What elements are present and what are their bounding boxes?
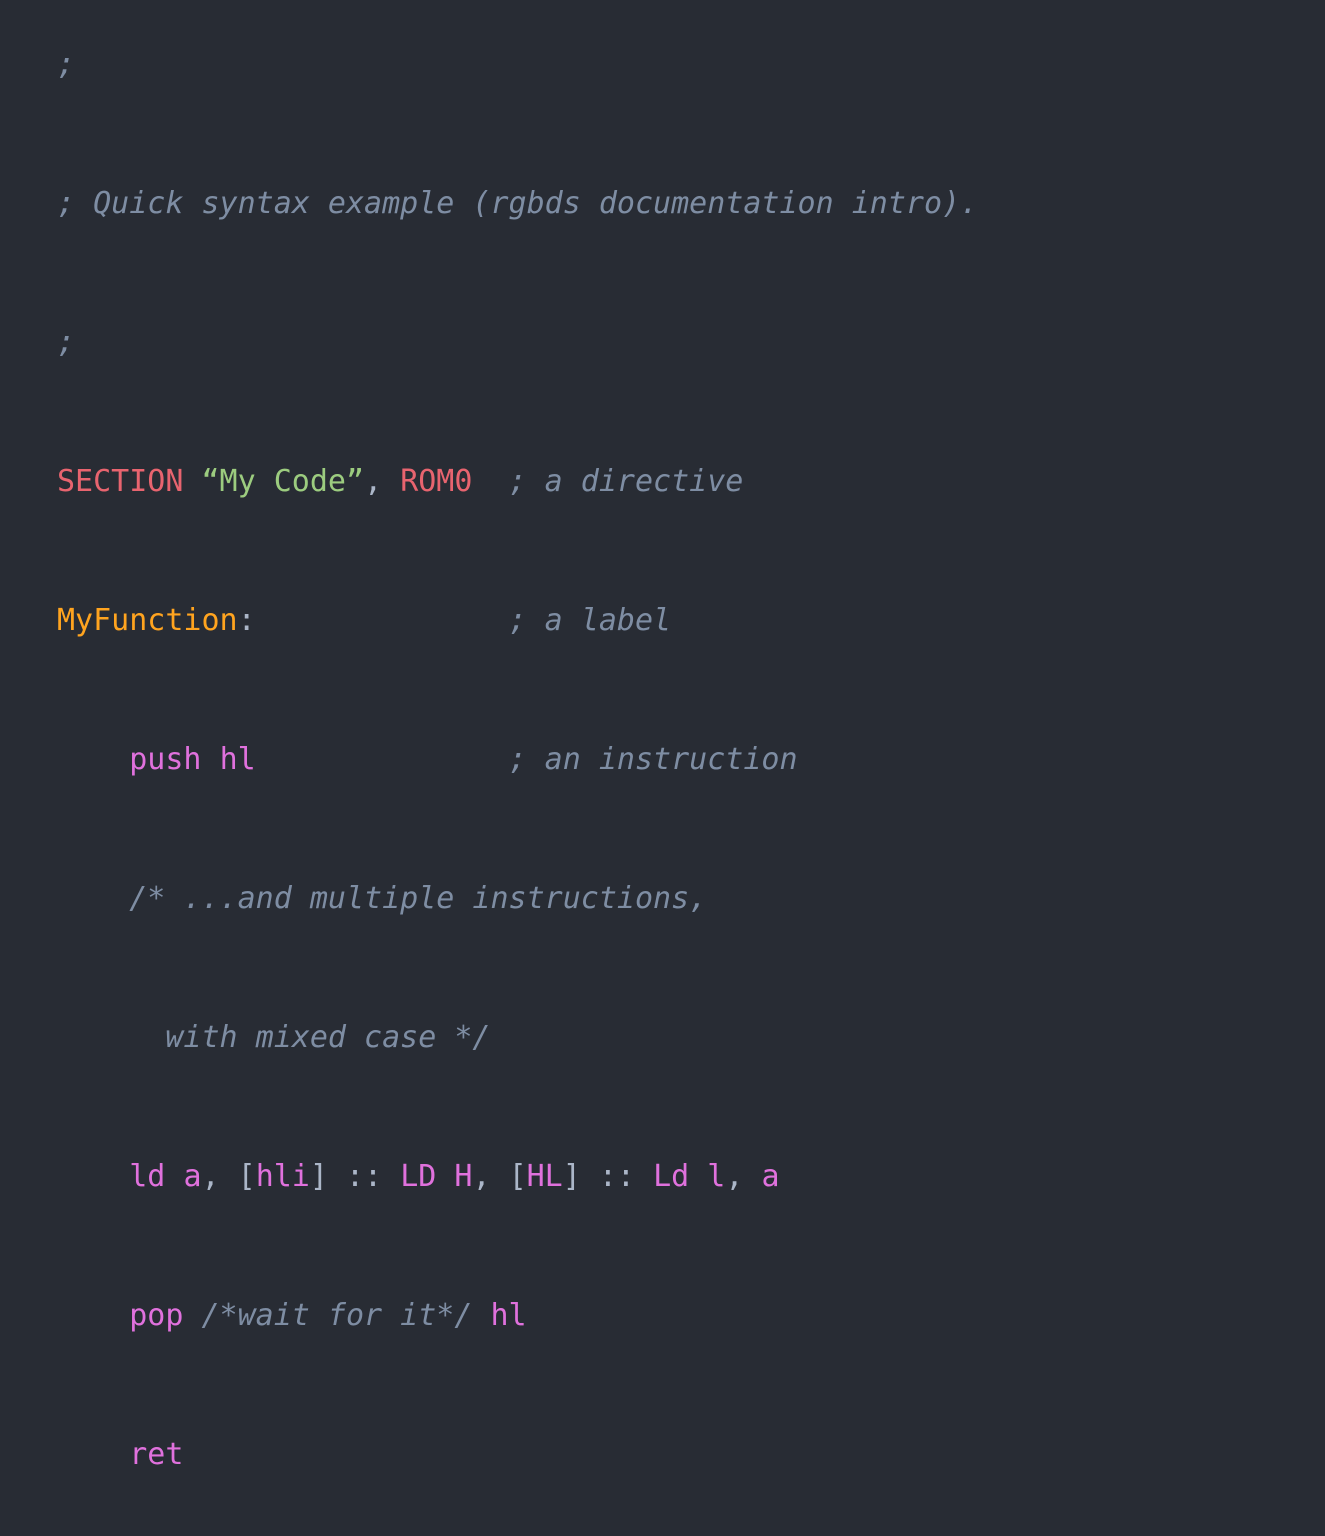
code-token-register: hl — [490, 1298, 527, 1333]
code-token-instruction: LD — [400, 1159, 437, 1194]
code-line[interactable]: ; — [57, 308, 978, 378]
code-token-label: MyFunction — [57, 603, 238, 638]
code-token-punct: , — [364, 464, 383, 499]
code-token-register: HL — [526, 1159, 563, 1194]
code-token-keyword: ROM0 — [400, 464, 473, 499]
code-token-punct: , — [201, 1159, 220, 1194]
code-token-plain — [472, 1298, 490, 1333]
code-token-register: a — [183, 1159, 202, 1194]
source-code-listing[interactable]: ; ; Quick syntax example (rgbds document… — [57, 30, 978, 1536]
code-token-register: hl — [219, 742, 256, 777]
code-token-comment: with mixed case */ — [165, 1020, 491, 1055]
code-token-comment: ; a directive — [508, 464, 744, 499]
code-token-comment: ; an instruction — [508, 742, 798, 777]
code-token-comment: ; — [57, 47, 76, 82]
code-line[interactable]: /* ...and multiple instructions, — [57, 864, 978, 934]
code-line[interactable]: push hl ; an instruction — [57, 725, 978, 795]
code-line[interactable]: ret — [57, 1420, 978, 1490]
code-token-punct: [ — [237, 1159, 256, 1194]
code-token-plain — [635, 1159, 653, 1194]
code-token-plain — [382, 1159, 400, 1194]
code-token-register: l — [707, 1159, 726, 1194]
code-line[interactable]: ; Quick syntax example (rgbds documentat… — [57, 169, 978, 239]
code-token-plain — [256, 742, 509, 777]
code-token-punct: , — [472, 1159, 491, 1194]
code-token-register: a — [761, 1159, 780, 1194]
code-line[interactable]: with mixed case */ — [57, 1003, 978, 1073]
code-token-plain — [382, 464, 400, 499]
code-token-punct: ] — [562, 1159, 581, 1194]
code-token-register: hli — [255, 1159, 310, 1194]
code-token-punct: :: — [598, 1159, 635, 1194]
code-token-punct: : — [237, 603, 256, 638]
code-token-punct: [ — [508, 1159, 527, 1194]
code-token-instruction: push — [129, 742, 202, 777]
code-token-comment: ; — [57, 325, 76, 360]
code-token-plain — [165, 1159, 183, 1194]
code-line[interactable]: SECTION “My Code”, ROM0 ; a directive — [57, 447, 978, 517]
code-line[interactable]: MyFunction: ; a label — [57, 586, 978, 656]
code-token-punct: ] — [309, 1159, 328, 1194]
code-token-punct: :: — [346, 1159, 383, 1194]
code-token-plain — [256, 603, 509, 638]
code-token-plain — [57, 1437, 129, 1472]
code-token-plain — [183, 1298, 201, 1333]
code-token-plain — [743, 1159, 761, 1194]
code-token-plain — [220, 1159, 238, 1194]
code-line[interactable]: ; — [57, 30, 978, 100]
code-token-plain — [57, 1159, 129, 1194]
code-token-plain — [436, 1159, 454, 1194]
code-token-instruction: ld — [129, 1159, 166, 1194]
code-token-comment: ; Quick syntax example (rgbds documentat… — [57, 186, 979, 221]
code-token-plain — [202, 742, 220, 777]
code-token-instruction: Ld — [653, 1159, 690, 1194]
code-token-plain — [57, 742, 129, 777]
code-editor-surface[interactable]: ; ; Quick syntax example (rgbds document… — [0, 0, 1325, 1472]
code-token-punct: , — [725, 1159, 744, 1194]
code-token-plain — [183, 464, 201, 499]
code-token-register: H — [454, 1159, 473, 1194]
code-token-comment: ; a label — [508, 603, 672, 638]
code-token-plain — [689, 1159, 707, 1194]
code-token-instruction: pop — [129, 1298, 184, 1333]
code-token-comment: /*wait for it*/ — [201, 1298, 473, 1333]
code-token-plain — [581, 1159, 599, 1194]
code-token-keyword: SECTION — [57, 464, 184, 499]
code-token-string: “My Code” — [201, 464, 365, 499]
code-line[interactable]: ld a, [hli] :: LD H, [HL] :: Ld l, a — [57, 1142, 978, 1212]
code-token-comment: /* ...and multiple instructions, — [129, 881, 708, 916]
code-line[interactable]: pop /*wait for it*/ hl — [57, 1281, 978, 1351]
code-token-plain — [57, 881, 129, 916]
code-token-plain — [491, 1159, 509, 1194]
code-token-plain — [57, 1298, 129, 1333]
code-token-plain — [57, 1020, 165, 1055]
code-token-plain — [328, 1159, 346, 1194]
code-token-plain — [472, 464, 508, 499]
code-token-instruction: ret — [129, 1437, 184, 1472]
